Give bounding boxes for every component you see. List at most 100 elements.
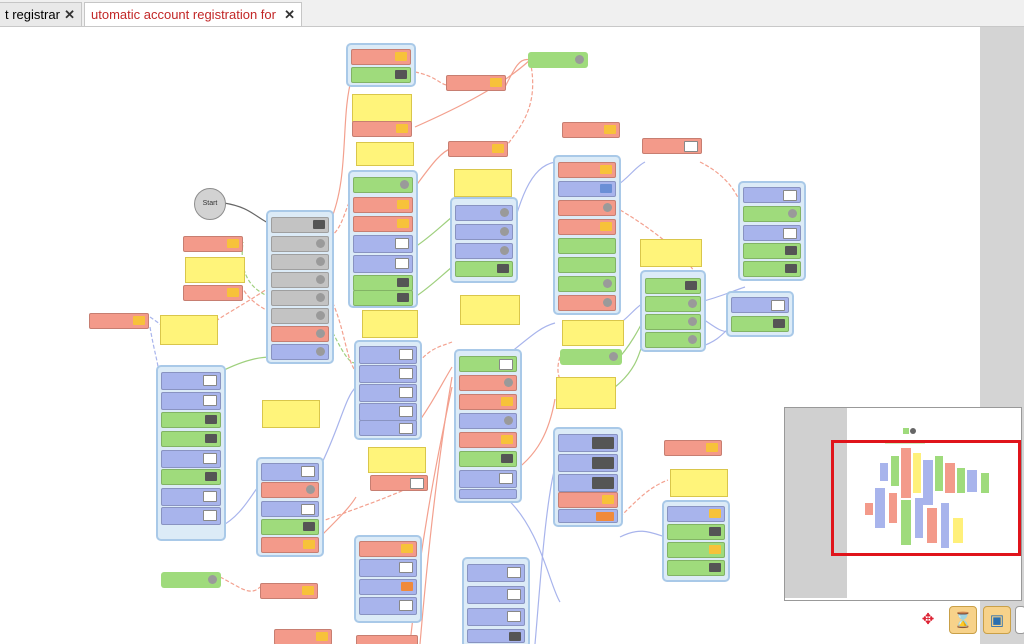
action-block[interactable] bbox=[667, 524, 725, 540]
action-block[interactable] bbox=[261, 519, 319, 535]
action-block[interactable] bbox=[161, 488, 221, 506]
action-block[interactable] bbox=[183, 285, 243, 301]
action-block[interactable] bbox=[271, 254, 329, 270]
action-block[interactable] bbox=[161, 392, 221, 410]
action-block[interactable] bbox=[183, 236, 243, 252]
action-block[interactable] bbox=[455, 261, 513, 277]
action-block[interactable] bbox=[558, 295, 616, 311]
action-block[interactable] bbox=[274, 629, 332, 644]
action-group[interactable] bbox=[553, 427, 623, 527]
action-block[interactable] bbox=[359, 384, 417, 402]
action-group[interactable] bbox=[348, 170, 418, 308]
action-block[interactable] bbox=[353, 216, 413, 232]
action-block[interactable] bbox=[359, 559, 417, 577]
action-block[interactable] bbox=[467, 608, 525, 626]
action-block[interactable] bbox=[558, 454, 618, 472]
action-block[interactable] bbox=[467, 564, 525, 582]
action-block[interactable] bbox=[261, 482, 319, 498]
action-block[interactable] bbox=[667, 506, 725, 522]
action-group[interactable] bbox=[346, 43, 416, 87]
action-block[interactable] bbox=[459, 413, 517, 429]
action-block[interactable] bbox=[161, 372, 221, 390]
action-block[interactable] bbox=[353, 235, 413, 253]
action-block[interactable] bbox=[359, 420, 417, 436]
action-block[interactable] bbox=[459, 375, 517, 391]
action-block[interactable] bbox=[446, 75, 506, 91]
action-block[interactable] bbox=[743, 187, 801, 203]
action-block[interactable] bbox=[645, 332, 701, 348]
action-block[interactable] bbox=[370, 475, 428, 491]
action-group[interactable] bbox=[354, 535, 422, 623]
action-block[interactable] bbox=[161, 412, 221, 428]
action-block[interactable] bbox=[743, 206, 801, 222]
action-block[interactable] bbox=[359, 403, 417, 421]
action-group[interactable] bbox=[553, 155, 621, 315]
action-block[interactable] bbox=[271, 272, 329, 288]
action-block[interactable] bbox=[356, 635, 418, 644]
flow-canvas[interactable]: Start bbox=[0, 27, 980, 644]
action-block[interactable] bbox=[353, 177, 413, 193]
action-block[interactable] bbox=[731, 316, 789, 332]
action-block[interactable] bbox=[731, 297, 789, 313]
action-block[interactable] bbox=[271, 308, 329, 324]
start-node[interactable]: Start bbox=[194, 188, 226, 220]
action-block[interactable] bbox=[353, 290, 413, 306]
action-block[interactable] bbox=[459, 451, 517, 467]
action-block[interactable] bbox=[359, 579, 417, 595]
action-group[interactable] bbox=[640, 270, 706, 352]
action-block[interactable] bbox=[558, 276, 616, 292]
action-block[interactable] bbox=[558, 162, 616, 178]
close-icon[interactable]: ✕ bbox=[284, 7, 295, 22]
action-block[interactable] bbox=[558, 181, 616, 197]
action-block[interactable] bbox=[448, 141, 508, 157]
action-block[interactable] bbox=[467, 629, 525, 643]
close-icon[interactable]: ✕ bbox=[64, 7, 75, 22]
action-block[interactable] bbox=[353, 255, 413, 273]
action-block[interactable] bbox=[562, 122, 620, 138]
tab-registrar[interactable]: t registrar ✕ bbox=[0, 2, 82, 26]
action-block[interactable] bbox=[359, 541, 417, 557]
action-block[interactable] bbox=[558, 434, 618, 452]
action-block[interactable] bbox=[271, 217, 329, 233]
hourglass-icon[interactable]: ⌛ bbox=[949, 606, 977, 634]
action-block[interactable] bbox=[558, 492, 618, 508]
action-block[interactable] bbox=[271, 326, 329, 342]
action-block[interactable] bbox=[261, 537, 319, 553]
move-icon[interactable]: ✥ bbox=[921, 611, 935, 628]
action-block[interactable] bbox=[459, 394, 517, 410]
minimap[interactable] bbox=[784, 407, 1022, 601]
action-block[interactable] bbox=[743, 225, 801, 241]
action-block[interactable] bbox=[667, 542, 725, 558]
action-block[interactable] bbox=[161, 507, 221, 525]
action-block[interactable] bbox=[261, 463, 319, 481]
action-block[interactable] bbox=[467, 586, 525, 604]
action-block[interactable] bbox=[455, 243, 513, 259]
window-icon[interactable]: ▣ bbox=[983, 606, 1011, 634]
action-block[interactable] bbox=[558, 509, 618, 523]
action-block[interactable] bbox=[271, 236, 329, 252]
tab-automatic-registration[interactable]: utomatic account registration for ✕ bbox=[84, 2, 302, 26]
action-block[interactable] bbox=[161, 572, 221, 588]
action-block[interactable] bbox=[743, 243, 801, 259]
action-group[interactable] bbox=[454, 349, 522, 503]
action-block[interactable] bbox=[359, 346, 417, 364]
action-block[interactable] bbox=[261, 501, 319, 517]
action-group[interactable] bbox=[726, 291, 794, 337]
action-block[interactable] bbox=[359, 365, 417, 383]
action-block[interactable] bbox=[558, 219, 616, 235]
action-block[interactable] bbox=[560, 349, 622, 365]
action-group[interactable] bbox=[256, 457, 324, 557]
action-group[interactable] bbox=[738, 181, 806, 281]
action-block[interactable] bbox=[645, 314, 701, 330]
action-group[interactable] bbox=[450, 197, 518, 283]
action-block[interactable] bbox=[459, 356, 517, 372]
action-block[interactable] bbox=[528, 52, 588, 68]
action-block[interactable] bbox=[271, 344, 329, 360]
action-block[interactable] bbox=[459, 470, 517, 488]
action-group[interactable] bbox=[662, 500, 730, 582]
action-block[interactable] bbox=[558, 257, 616, 273]
action-block[interactable] bbox=[642, 138, 702, 154]
fit-icon[interactable] bbox=[1015, 606, 1024, 634]
action-block[interactable] bbox=[645, 296, 701, 312]
action-block[interactable] bbox=[743, 261, 801, 277]
